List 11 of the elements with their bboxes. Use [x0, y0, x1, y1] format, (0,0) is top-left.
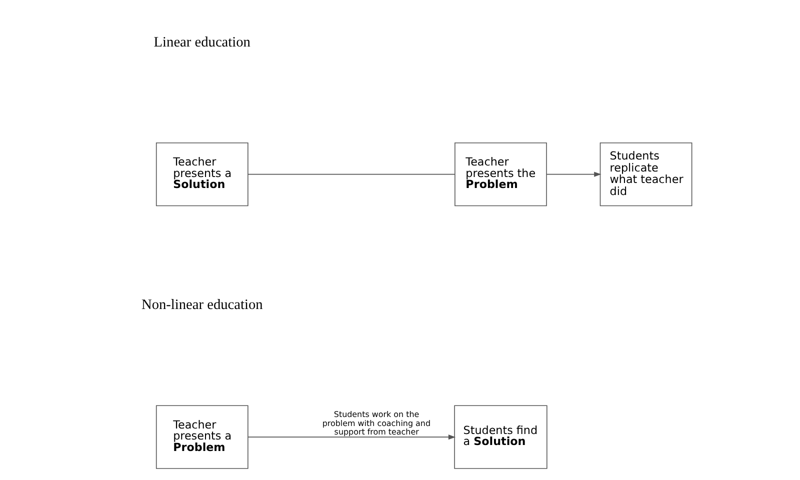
node-box: Teacher presents the Problem — [454, 142, 547, 206]
node-box: Students replicate what teacher did — [600, 142, 692, 206]
label: Linear education — [154, 34, 250, 50]
node-box: Teacher presents a Solution — [156, 142, 248, 206]
edge-label: Students work on the problem with coaching and support from teacher — [322, 410, 431, 437]
arrow — [546, 172, 602, 177]
node-box: Students find a Solution — [454, 405, 548, 469]
connector — [248, 174, 456, 175]
arrow — [248, 434, 456, 440]
node-box: Teacher presents a Problem — [156, 405, 248, 469]
label: Non-linear education — [141, 297, 263, 314]
